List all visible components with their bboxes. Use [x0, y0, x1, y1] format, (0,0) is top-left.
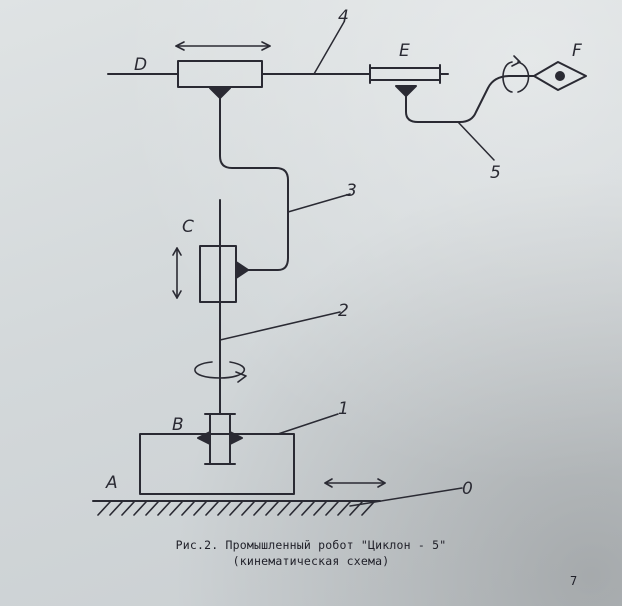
- ground-base: [92, 500, 381, 516]
- leader-5: [457, 121, 495, 161]
- base-block: [139, 433, 295, 495]
- vertical-translation-arrow: [172, 247, 182, 299]
- base-translation-arrow: [324, 478, 386, 488]
- flexible-link-5: [405, 75, 535, 123]
- rotary-joint-e: [369, 64, 449, 97]
- carriage-d: [177, 60, 263, 88]
- label-0: 0: [462, 479, 473, 499]
- carriage-c: [199, 245, 237, 303]
- carriage-connector: [235, 261, 249, 279]
- leader-2: [219, 311, 341, 341]
- label-d: D: [134, 55, 147, 75]
- label-4: 4: [338, 7, 349, 27]
- label-3: 3: [346, 181, 357, 201]
- rotary-joint-b: [197, 413, 243, 465]
- leader-3: [287, 193, 351, 213]
- leader-1: [277, 413, 339, 435]
- carriage-d-connector: [209, 87, 231, 99]
- leader-4: [313, 21, 345, 75]
- flexible-link-3: [219, 89, 289, 271]
- page-number: 7: [570, 574, 578, 588]
- label-a: A: [105, 473, 118, 493]
- label-5: 5: [490, 163, 501, 183]
- label-2: 2: [338, 301, 349, 321]
- gripper-rotation-arrow: [502, 55, 530, 93]
- gripper-f: [533, 61, 587, 91]
- label-b: B: [172, 415, 184, 435]
- column-rotation-arrow: [194, 361, 247, 383]
- figure-subcaption: (кинематическая схема): [232, 554, 390, 568]
- arm-translation-arrow: [175, 41, 271, 51]
- label-e: E: [399, 41, 410, 61]
- label-1: 1: [338, 399, 349, 419]
- label-c: C: [182, 217, 194, 237]
- leader-0: [349, 487, 463, 507]
- label-f: F: [572, 41, 582, 61]
- figure-caption: Рис.2. Промышленный робот "Циклон - 5": [175, 538, 447, 552]
